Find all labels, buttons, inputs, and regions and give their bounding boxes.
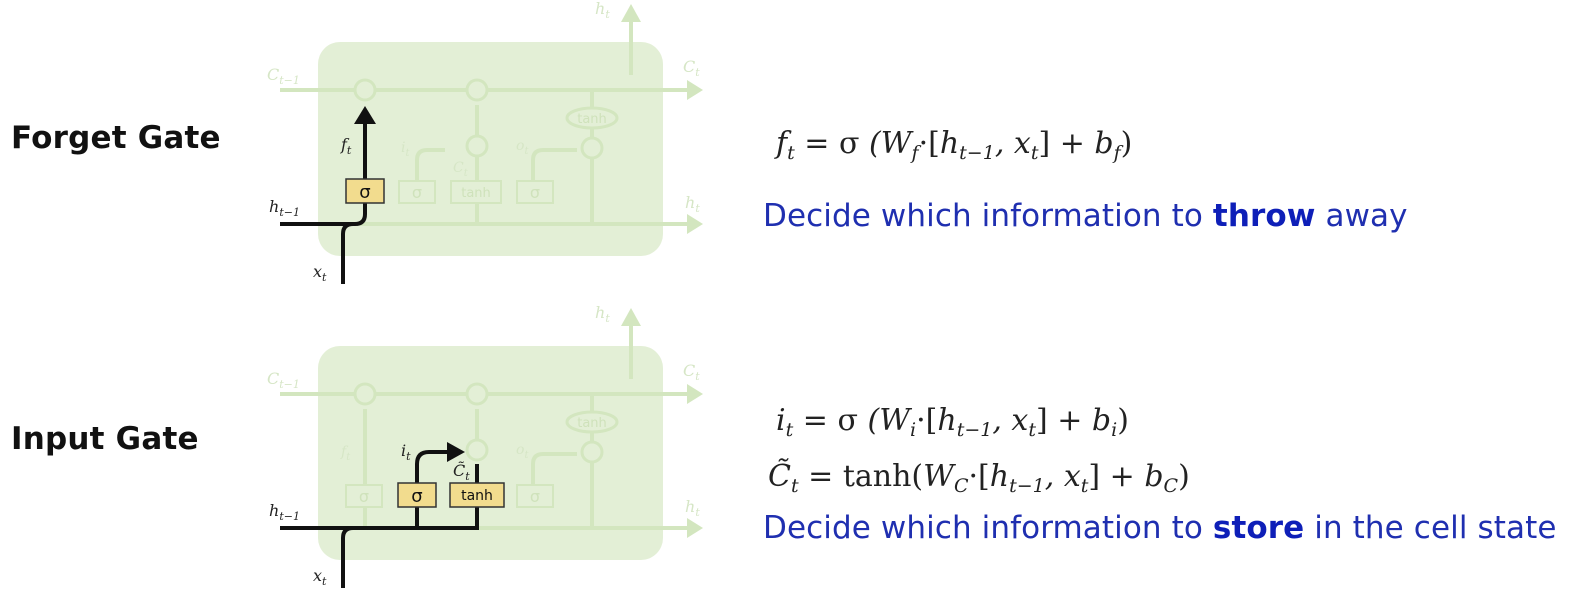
input-sigma-box (397, 482, 437, 508)
tanh-node-label: tanh (577, 416, 607, 431)
add-node (465, 78, 489, 102)
tanh-node (565, 106, 619, 130)
c-t-label: Ct (683, 57, 700, 79)
tanh-box-label: tanh (461, 488, 493, 504)
output-multiply-node (580, 136, 604, 160)
svg-text:ht: ht (595, 304, 610, 325)
input-sigma-box (398, 180, 436, 204)
lstm-cell-input-svg: tanh σ σ Ct−1 Ct ht ht ft ot σ tanh ht−1… (267, 304, 703, 588)
forget-sigma-box (345, 178, 385, 204)
input-gate-diagram: tanh σ σ Ct−1 Ct ht ht ft ot σ tanh ht−1… (255, 304, 725, 604)
h-prev-label: ht−1 (269, 501, 300, 523)
forget-sigma-label: σ (359, 182, 370, 203)
input-multiply-node (465, 134, 489, 158)
tanh-box (450, 180, 502, 204)
i-t-label: it (401, 441, 411, 463)
input-description: Decide which information to store in the… (763, 510, 1557, 546)
input-sigma-label: σ (412, 183, 422, 202)
forget-active-path (280, 120, 367, 226)
svg-text:it: it (401, 140, 410, 159)
forget-gate-diagram: tanh σ tanh σ Ct−1 Ct ht ht it Ct ot σ h… (255, 0, 725, 300)
forget-description: Decide which information to throw away (763, 198, 1408, 234)
h-right-label: ht (685, 193, 700, 215)
input-gate-title: Input Gate (11, 421, 199, 457)
svg-text:ht: ht (685, 497, 700, 519)
svg-text:Ct: Ct (683, 361, 700, 383)
forget-gate-title: Forget Gate (11, 120, 221, 156)
input-gate-equation: it = σ (Wi·[ht−1, xt] + bi) (776, 403, 1129, 441)
x-t-label: xt (313, 262, 327, 284)
forget-multiply-node (353, 78, 377, 102)
output-sigma-label: σ (530, 183, 540, 202)
c-prev-label: Ct−1 (267, 65, 300, 87)
candidate-equation: C̃t = tanh(WC·[ht−1, xt] + bC) (768, 459, 1190, 497)
forget-sigma-box (345, 484, 383, 508)
tanh-node-label: tanh (577, 112, 607, 127)
tanh-box-label: tanh (461, 186, 491, 201)
h-prev-label: ht−1 (269, 197, 300, 219)
output-sigma-label: σ (530, 487, 540, 506)
forget-equation: ft = σ (Wf·[ht−1, xt] + bf) (776, 126, 1133, 164)
x-t-label: xt (313, 566, 327, 588)
tanh-box (449, 482, 505, 508)
output-sigma-box (516, 180, 554, 204)
output-sigma-box (516, 484, 554, 508)
f-t-label: ft (340, 135, 352, 157)
input-sigma-label: σ (411, 486, 422, 507)
svg-text:Ct−1: Ct−1 (267, 369, 300, 391)
lstm-cell-forget-svg: tanh σ tanh σ Ct−1 Ct ht ht it Ct ot σ h… (267, 0, 703, 284)
svg-text:ft: ft (340, 444, 351, 463)
h-top-label: ht (595, 0, 610, 21)
forget-sigma-label: σ (359, 487, 369, 506)
